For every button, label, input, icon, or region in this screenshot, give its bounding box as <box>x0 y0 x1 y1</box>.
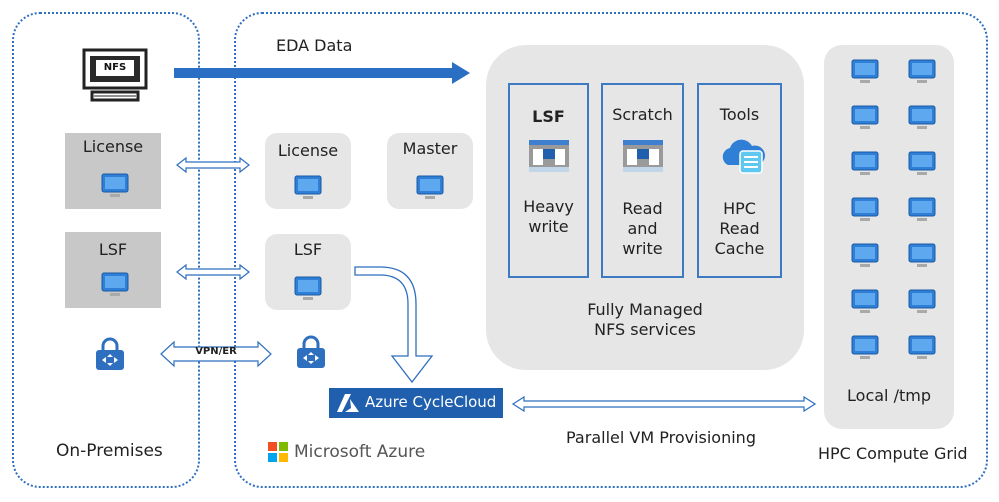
vpn-er-arrow <box>160 340 272 368</box>
onprem-license-box: License <box>65 133 161 209</box>
nfs-card-scratch-title: Scratch <box>612 105 673 124</box>
onprem-lsf-monitor-icon <box>101 272 129 298</box>
compute-node-monitor-icon <box>908 105 936 129</box>
nfs-card-tools-line1: HPC <box>723 199 756 218</box>
compute-node-monitor-icon <box>908 335 936 359</box>
lsf-to-cyclecloud-arrow <box>350 262 440 386</box>
parallel-provisioning-arrow <box>512 395 816 413</box>
local-tmp-label: Local /tmp <box>847 386 931 405</box>
compute-node-monitor-icon <box>908 243 936 267</box>
compute-node-monitor-icon <box>851 289 879 313</box>
compute-node-monitor-icon <box>908 59 936 83</box>
eda-data-label: EDA Data <box>276 36 353 55</box>
storage-icon <box>623 140 663 172</box>
azure-lsf-box: LSF <box>265 234 351 310</box>
onprem-lsf-box: LSF <box>65 232 161 308</box>
on-premises-region <box>12 12 200 488</box>
azure-license-monitor-icon <box>294 175 322 201</box>
microsoft-azure-label: Microsoft Azure <box>294 442 426 462</box>
nfs-label: NFS <box>103 62 127 73</box>
compute-node-monitor-icon <box>851 243 879 267</box>
compute-node-monitor-icon <box>908 197 936 221</box>
nfs-card-lsf-line2: write <box>528 217 569 236</box>
compute-node-monitor-icon <box>851 335 879 359</box>
azure-license-label: License <box>277 141 339 160</box>
nfs-card-tools: Tools HPC Read Cache <box>697 83 782 278</box>
compute-node-monitor-icon <box>851 59 879 83</box>
onprem-vpn-lock-icon <box>92 336 128 372</box>
azure-logo-icon <box>337 394 359 412</box>
parallel-provisioning-label: Parallel VM Provisioning <box>566 428 756 447</box>
nfs-card-scratch: Scratch Read and write <box>601 83 684 278</box>
lsf-sync-arrow <box>176 263 250 281</box>
hpc-cache-icon <box>718 135 766 175</box>
azure-lsf-label: LSF <box>293 240 323 259</box>
azure-license-box: License <box>265 133 351 209</box>
nfs-card-lsf-title: LSF <box>532 107 565 126</box>
on-premises-region-label: On-Premises <box>56 441 163 461</box>
nfs-card-scratch-line3: write <box>622 239 663 258</box>
azure-region <box>234 12 988 488</box>
azure-master-box: Master <box>387 133 473 209</box>
nfs-card-scratch-line2: and <box>627 219 658 238</box>
nfs-computer-icon <box>82 48 148 104</box>
nfs-card-tools-line3: Cache <box>714 239 765 258</box>
onprem-license-label: License <box>82 137 144 156</box>
azure-master-monitor-icon <box>416 175 444 201</box>
eda-data-arrow <box>174 62 470 84</box>
microsoft-logo-icon <box>268 442 288 462</box>
onprem-license-monitor-icon <box>101 173 129 199</box>
nfs-card-scratch-line1: Read <box>622 199 663 218</box>
nfs-card-lsf: LSF Heavy write <box>508 83 589 278</box>
compute-node-monitor-icon <box>851 105 879 129</box>
nfs-services-caption-line2: NFS services <box>594 320 696 339</box>
azure-lsf-monitor-icon <box>294 276 322 302</box>
vpn-er-label: VPN/ER <box>195 346 237 357</box>
compute-node-monitor-icon <box>851 151 879 175</box>
nfs-label-box: NFS <box>96 60 134 76</box>
nfs-card-tools-title: Tools <box>719 105 760 124</box>
nfs-card-tools-line2: Read <box>719 219 760 238</box>
azure-cyclecloud-label: Azure CycleCloud <box>365 393 497 411</box>
compute-node-monitor-icon <box>908 151 936 175</box>
license-sync-arrow <box>176 156 250 174</box>
azure-master-label: Master <box>402 139 458 158</box>
nfs-services-caption-line1: Fully Managed <box>587 300 703 319</box>
azure-vpn-lock-icon <box>293 334 329 370</box>
storage-icon <box>529 140 569 172</box>
azure-cyclecloud-box: Azure CycleCloud <box>329 388 503 418</box>
onprem-lsf-label: LSF <box>98 240 128 259</box>
hpc-compute-grid-label: HPC Compute Grid <box>818 444 968 463</box>
compute-node-monitor-icon <box>851 197 879 221</box>
compute-node-grid <box>824 45 954 375</box>
compute-node-monitor-icon <box>908 289 936 313</box>
nfs-card-lsf-line1: Heavy <box>523 197 574 216</box>
